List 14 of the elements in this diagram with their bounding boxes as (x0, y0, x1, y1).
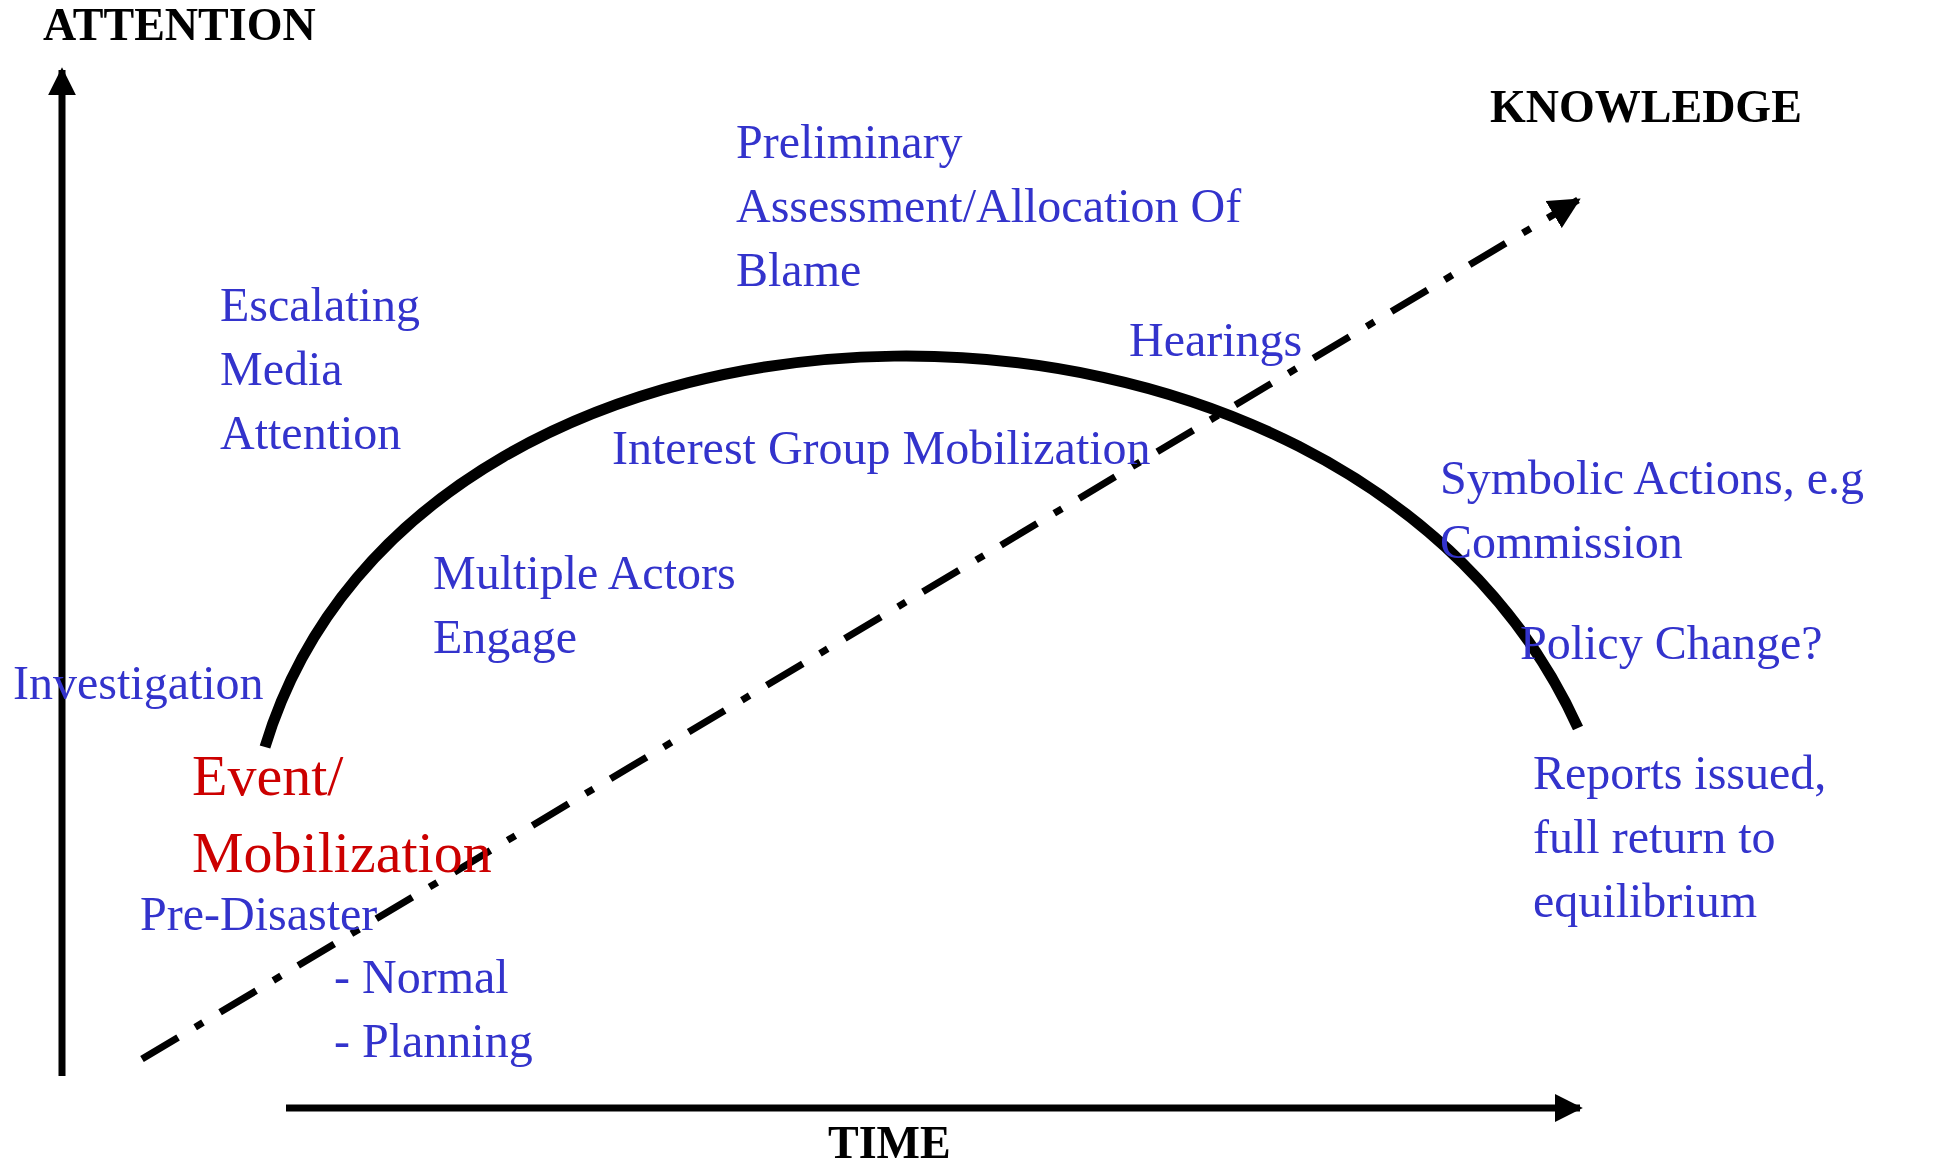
stage-label: Symbolic Actions, e.g Commission (1440, 450, 1865, 570)
axis-label: KNOWLEDGE (1490, 84, 1803, 130)
stage-label: Multiple Actors Engage (433, 545, 737, 665)
stage-label: Reports issued, full return to equilibrium (1533, 745, 1828, 929)
stage-label: - Normal (334, 949, 510, 1005)
axis-label: TIME (828, 1120, 952, 1165)
stage-label: - Planning (334, 1013, 534, 1069)
stage-label: Event/ Mobilization (192, 742, 493, 887)
stage-label: Preliminary Assessment/Allocation Of Blame (736, 114, 1243, 298)
stage-label: Interest Group Mobilization (612, 420, 1152, 476)
axis-label: ATTENTION (43, 2, 317, 48)
stage-label: Hearings (1129, 312, 1304, 368)
stage-label: Escalating Media Attention (220, 277, 421, 461)
stage-label: Pre-Disaster (140, 886, 379, 942)
